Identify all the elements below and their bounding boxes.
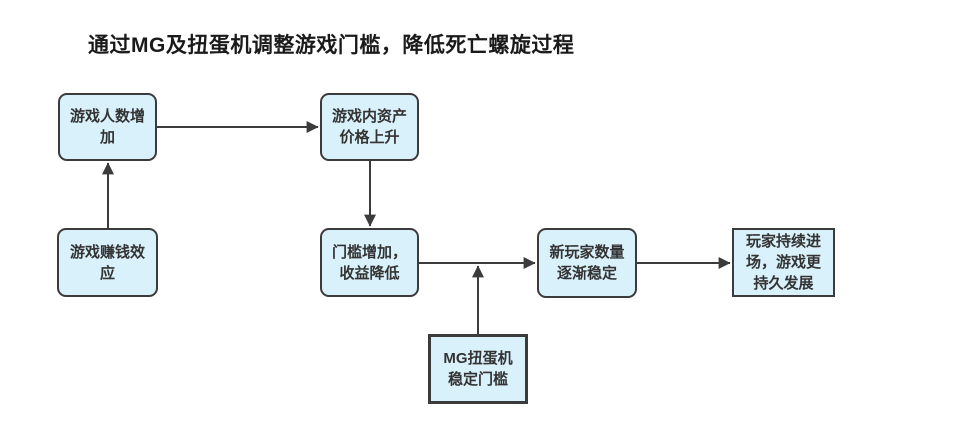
diagram-title: 通过MG及扭蛋机调整游戏门槛，降低死亡螺旋过程 — [88, 34, 575, 57]
node-new-players-stabilize: 新玩家数量逐渐稳定 — [537, 228, 637, 298]
node-label: 玩家持续进场，游戏更持久发展 — [745, 233, 821, 292]
node-label: 游戏赚钱效应 — [69, 243, 145, 282]
node-asset-price-rise: 游戏内资产价格上升 — [320, 93, 419, 161]
node-label: MG扭蛋机稳定门槛 — [443, 350, 513, 388]
node-label: 游戏人数增加 — [69, 108, 145, 146]
node-label: 门槛增加，收益降低 — [331, 243, 407, 282]
node-label: 新玩家数量逐渐稳定 — [549, 244, 625, 282]
node-label: 游戏内资产价格上升 — [331, 108, 407, 146]
node-earning-effect: 游戏赚钱效应 — [57, 228, 158, 297]
node-threshold-up-yield-down: 门槛增加，收益降低 — [320, 228, 419, 297]
node-players-keep-entering: 玩家持续进场，游戏更持久发展 — [732, 228, 835, 297]
node-players-increase: 游戏人数增加 — [58, 93, 157, 161]
node-mg-gacha-stabilize: MG扭蛋机稳定门槛 — [428, 334, 528, 404]
